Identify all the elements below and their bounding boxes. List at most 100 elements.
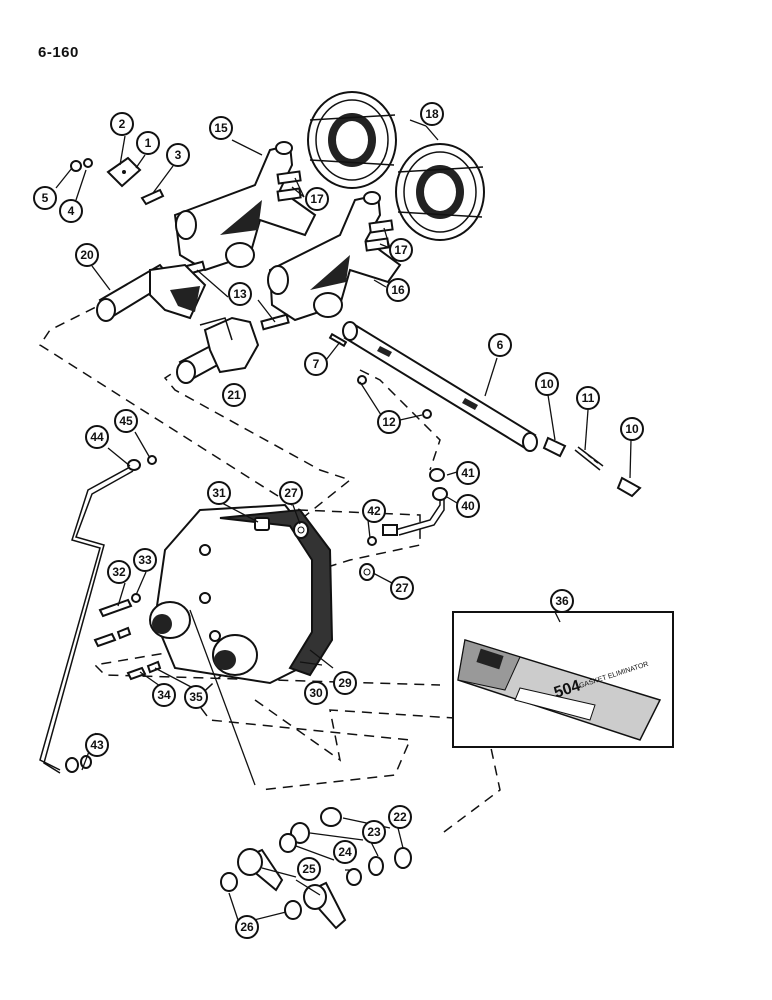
svg-text:17: 17	[394, 243, 408, 257]
callout-4[interactable]: 4	[59, 199, 83, 223]
callout-36[interactable]: 36	[550, 589, 574, 613]
bushing-31	[254, 517, 270, 531]
svg-text:24: 24	[338, 845, 352, 859]
callout-45[interactable]: 45	[114, 409, 138, 433]
seal-rings	[220, 807, 412, 920]
shift-fork-15	[173, 141, 317, 272]
detent-plunger-spring	[542, 436, 642, 498]
svg-text:7: 7	[313, 357, 320, 371]
svg-text:5: 5	[42, 191, 49, 205]
callout-43[interactable]: 43	[85, 733, 109, 757]
svg-text:45: 45	[119, 414, 133, 428]
callout-2[interactable]: 2	[110, 112, 134, 136]
svg-text:41: 41	[461, 466, 475, 480]
callout-25[interactable]: 25	[297, 857, 321, 881]
svg-text:33: 33	[138, 553, 152, 567]
svg-text:13: 13	[233, 287, 247, 301]
svg-text:11: 11	[582, 391, 595, 405]
callout-44[interactable]: 44	[85, 425, 109, 449]
callout-6[interactable]: 6	[488, 333, 512, 357]
callout-17a[interactable]: 17	[305, 187, 329, 211]
svg-text:42: 42	[367, 504, 381, 518]
callout-13[interactable]: 13	[228, 282, 252, 306]
callouts: 1 2 3 4 5 6 7 10 10 11 12 13 15 16 17 17…	[33, 102, 644, 939]
svg-text:34: 34	[157, 688, 171, 702]
callout-34[interactable]: 34	[152, 683, 176, 707]
callout-5[interactable]: 5	[33, 186, 57, 210]
svg-text:6: 6	[497, 338, 504, 352]
oil-line-40	[367, 468, 448, 546]
svg-text:44: 44	[90, 430, 104, 444]
callout-40[interactable]: 40	[456, 494, 480, 518]
svg-text:22: 22	[393, 810, 407, 824]
shift-shaft-20	[96, 263, 207, 322]
brake-disc-lower	[395, 143, 485, 241]
callout-26[interactable]: 26	[235, 915, 259, 939]
callout-24[interactable]: 24	[333, 840, 357, 864]
svg-text:27: 27	[284, 486, 298, 500]
brake-disc-upper	[307, 91, 397, 189]
svg-text:18: 18	[425, 107, 439, 121]
svg-text:25: 25	[302, 862, 316, 876]
callout-23[interactable]: 23	[362, 820, 386, 844]
callout-10b[interactable]: 10	[620, 417, 644, 441]
callout-27b[interactable]: 27	[390, 576, 414, 600]
brake-housing-30	[149, 503, 334, 685]
shift-fork-16	[267, 191, 402, 322]
bolts-and-washers	[93, 593, 162, 681]
svg-text:20: 20	[80, 248, 94, 262]
callout-29[interactable]: 29	[333, 671, 357, 695]
shift-shaft-21	[176, 316, 260, 384]
callout-10a[interactable]: 10	[535, 372, 559, 396]
svg-text:43: 43	[90, 738, 104, 752]
svg-text:15: 15	[214, 121, 228, 135]
callout-15[interactable]: 15	[209, 116, 233, 140]
callout-33[interactable]: 33	[133, 548, 157, 572]
callout-18[interactable]: 18	[420, 102, 444, 126]
svg-text:1: 1	[145, 136, 152, 150]
callout-1[interactable]: 1	[136, 131, 160, 155]
callout-17b[interactable]: 17	[389, 238, 413, 262]
callout-3[interactable]: 3	[166, 143, 190, 167]
shift-rail-6	[328, 321, 538, 452]
svg-text:3: 3	[175, 148, 182, 162]
brake-levers-25	[237, 848, 347, 930]
svg-text:4: 4	[68, 204, 75, 218]
callout-31[interactable]: 31	[207, 481, 231, 505]
svg-text:29: 29	[338, 676, 352, 690]
svg-text:21: 21	[227, 388, 241, 402]
callout-11[interactable]: 11	[576, 386, 600, 410]
svg-text:30: 30	[309, 686, 323, 700]
callout-12[interactable]: 12	[377, 410, 401, 434]
callout-20[interactable]: 20	[75, 243, 99, 267]
callout-32[interactable]: 32	[107, 560, 131, 584]
svg-text:12: 12	[382, 415, 396, 429]
callout-7[interactable]: 7	[304, 352, 328, 376]
callout-22[interactable]: 22	[388, 805, 412, 829]
svg-text:2: 2	[119, 117, 126, 131]
svg-text:17: 17	[310, 192, 324, 206]
svg-text:31: 31	[212, 486, 226, 500]
callout-16[interactable]: 16	[386, 278, 410, 302]
callout-41[interactable]: 41	[456, 461, 480, 485]
callout-35[interactable]: 35	[184, 685, 208, 709]
svg-text:27: 27	[395, 581, 409, 595]
svg-text:40: 40	[461, 499, 475, 513]
svg-text:23: 23	[367, 825, 381, 839]
page-number: 6-160	[38, 44, 79, 61]
svg-text:10: 10	[540, 377, 554, 391]
thrust-washers-27	[293, 521, 375, 581]
sealant-inset-36: 504 GASKET ELIMINATOR	[452, 611, 674, 748]
oil-line-44	[39, 455, 157, 774]
svg-text:35: 35	[189, 690, 203, 704]
svg-text:32: 32	[112, 565, 126, 579]
svg-text:16: 16	[391, 283, 405, 297]
callout-27a[interactable]: 27	[279, 481, 303, 505]
callout-21[interactable]: 21	[222, 383, 246, 407]
svg-text:26: 26	[240, 920, 254, 934]
callout-30[interactable]: 30	[304, 681, 328, 705]
svg-text:10: 10	[625, 422, 639, 436]
callout-42[interactable]: 42	[362, 499, 386, 523]
cover-plate-1	[70, 156, 165, 206]
